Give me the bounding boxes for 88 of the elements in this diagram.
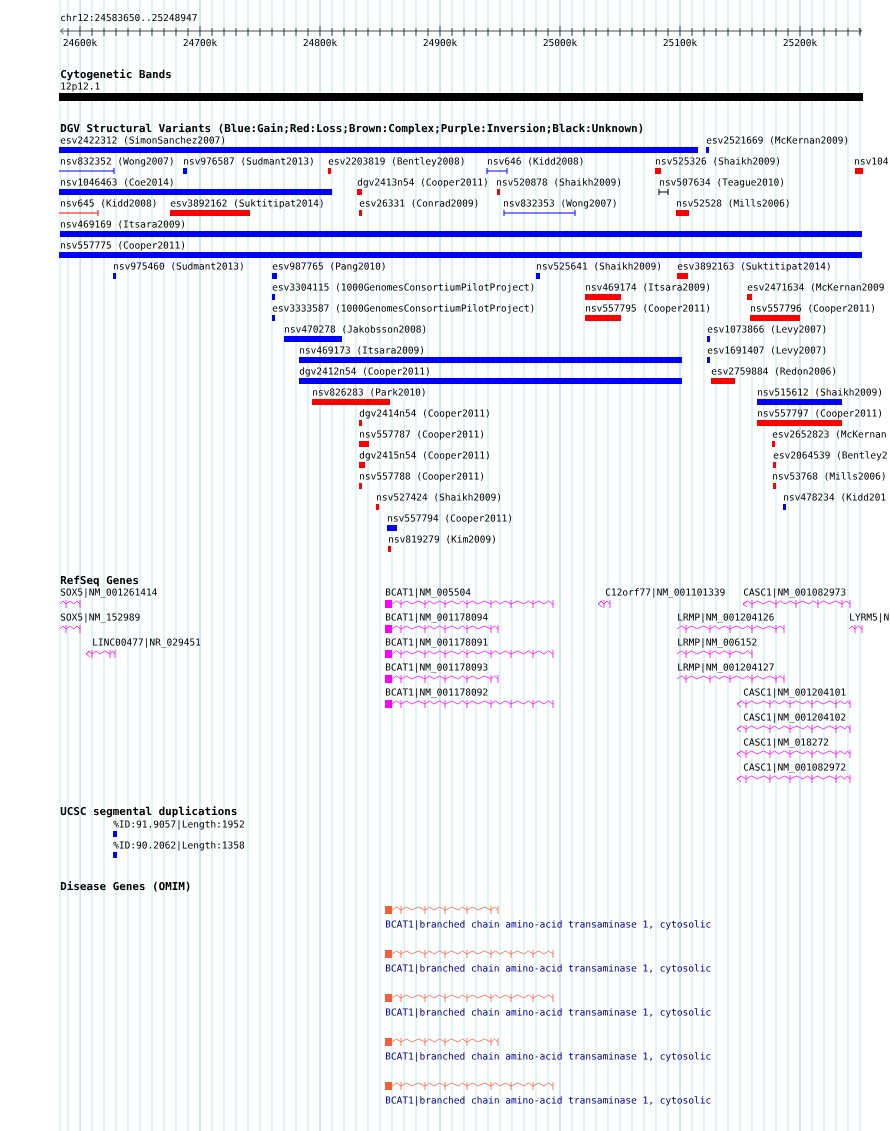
disease-gene-label: BCAT1|branched chain amino-acid transaminase 1, cytosolic: [385, 1008, 711, 1018]
variant-label: nsv515612 (Shaikh2009): [758, 388, 882, 397]
variant-label: esv3304115 (1000GenomesConsortiumPilotProject): [272, 283, 534, 293]
variant-label: esv2422312 (SimonSanchez2007): [60, 136, 225, 145]
variant-label: nsv832352 (Wong2007): [61, 157, 173, 167]
variant-label: esv2521669 (McKernan2009): [706, 136, 848, 145]
disease-gene-label: BCAT1|branched chain amino-acid transaminase 1, cytosolic: [385, 1096, 711, 1106]
variant-label: nsv557787 (Cooper2011): [360, 430, 484, 440]
gene-label: SOX5|NM_152989: [60, 613, 140, 623]
variant-label: nsv557788 (Cooper2011): [360, 472, 484, 482]
variant-label: esv2471634 (McKernan2009: [747, 283, 884, 292]
variant-label: nsv975460 (Sudmant2013): [114, 262, 243, 271]
tick-label: 24600k: [63, 38, 97, 47]
band-label: 12p12.1: [61, 82, 100, 92]
variant-label: nsv976587 (Sudmant2013): [184, 157, 313, 166]
gene-label: CASC1|NM_001082972: [743, 763, 846, 773]
tick-label: 24800k: [303, 38, 337, 47]
gene-label: CASC1|NM_001204102: [743, 713, 846, 723]
variant-label: nsv832353 (Wong2007): [504, 199, 616, 209]
variant-label: nsv520878 (Shaikh2009): [497, 178, 621, 187]
variant-label: dgv2412n54 (Cooper2011): [299, 367, 429, 377]
tick-label: 24900k: [423, 38, 457, 47]
variant-label: nsv469174 (Itsara2009): [586, 283, 710, 292]
gene-label: LINC00477|NR_029451: [93, 638, 201, 648]
variant-label: esv3333587 (1000GenomesConsortiumPilotProject): [272, 304, 534, 314]
variant-label: esv26331 (Conrad2009): [359, 199, 478, 208]
variant-label: esv2652823 (McKernan: [772, 430, 886, 439]
gene-label: SOX5|NM_001261414: [60, 588, 157, 598]
variant-label: esv1691407 (Levy2007): [707, 346, 826, 356]
disease-gene-label: BCAT1|branched chain amino-acid transaminase 1, cytosolic: [385, 964, 711, 974]
variant-label: nsv826283 (Park2010): [313, 388, 425, 397]
variant-label: dgv2413n54 (Cooper2011): [357, 178, 487, 188]
gene-label: LRMP|NM_006152: [678, 638, 757, 648]
variant-label: dgv2415n54 (Cooper2011): [359, 451, 489, 461]
variant-label: esv1073866 (Levy2007): [707, 325, 826, 335]
variant-label: nsv645 (Kidd2008): [61, 199, 156, 208]
variant-label: nsv104: [855, 157, 889, 165]
variant-label: nsv1046463 (Coe2014): [61, 178, 173, 187]
variant-label: dgv2414n54 (Cooper2011): [359, 409, 489, 419]
gene-label: BCAT1|NM_001178093: [385, 663, 488, 673]
variant-label: nsv557794 (Cooper2011): [388, 514, 512, 524]
variant-label: nsv646 (Kidd2008): [488, 157, 583, 166]
range-title: chr12:24583650..25248947: [61, 13, 197, 22]
variant-label: nsv525641 (Shaikh2009): [537, 262, 661, 271]
variant-label: nsv53768 (Mills2006): [773, 472, 885, 481]
gene-label: BCAT1|NM_005504: [385, 588, 471, 598]
variant-label: nsv507634 (Teague2010): [660, 178, 784, 188]
variant-label: nsv52528 (Mills2006): [677, 199, 789, 208]
variant-label: nsv469169 (Itsara2009): [61, 220, 185, 229]
variant-label: nsv557795 (Cooper2011): [586, 304, 710, 314]
variant-label: nsv819279 (Kim2009): [389, 535, 495, 544]
tick-label: 24700k: [183, 38, 217, 47]
duplication-label: %ID:91.9057|Length:1952: [113, 820, 244, 830]
variant-label: nsv525326 (Shaikh2009): [656, 157, 780, 166]
track-heading: UCSC segmental duplications: [60, 806, 237, 818]
track-heading: Cytogenetic Bands: [61, 69, 171, 81]
disease-gene-label: BCAT1|branched chain amino-acid transaminase 1, cytosolic: [385, 1052, 711, 1062]
track-heading: DGV Structural Variants (Blue:Gain;Red:Loss;Brown:Complex;Purple:Inversion;Black:Unknown): [60, 123, 643, 135]
variant-label: nsv478234 (Kidd201: [784, 493, 886, 502]
gene-label: LRMP|NM_001204126: [678, 613, 774, 623]
variant-label: esv987765 (Pang2010): [272, 262, 385, 272]
tick-label: 25000k: [543, 38, 577, 47]
track-heading: RefSeq Genes: [60, 575, 139, 587]
variant-label: nsv557796 (Cooper2011): [751, 304, 875, 314]
variant-label: nsv557775 (Cooper2011): [61, 241, 185, 251]
gene-label: CASC1|NM_001204101: [743, 688, 846, 698]
variant-label: esv2759884 (Redon2006): [711, 367, 836, 376]
gene-label: BCAT1|NM_001178092: [385, 688, 488, 698]
tick-label: 25200k: [783, 38, 817, 47]
gene-label: LRMP|NM_001204127: [678, 663, 774, 673]
variant-label: nsv557797 (Cooper2011): [758, 409, 882, 419]
gene-label: LYRM5|N: [850, 613, 889, 623]
track-heading: Disease Genes (OMIM): [60, 881, 190, 892]
gene-label: C12orf77|NM_001101339: [605, 588, 725, 598]
variant-label: esv3892162 (Suktitipat2014): [170, 199, 323, 209]
gene-label: BCAT1|NM_001178091: [385, 638, 488, 648]
variant-label: nsv470278 (Jakobsson2008): [285, 325, 426, 334]
variant-label: nsv469173 (Itsara2009): [300, 346, 424, 355]
disease-gene-label: BCAT1|branched chain amino-acid transaminase 1, cytosolic: [385, 920, 711, 930]
gene-label: CASC1|NM_018272: [743, 738, 829, 748]
variant-label: esv2064539 (Bentley2: [773, 451, 887, 461]
variant-label: esv2203819 (Bentley2008): [328, 157, 464, 167]
gene-label: CASC1|NM_001082973: [743, 588, 846, 598]
gene-label: BCAT1|NM_001178094: [385, 613, 488, 623]
duplication-label: %ID:90.2062|Length:1358: [113, 841, 245, 851]
variant-label: nsv527424 (Shaikh2009): [377, 493, 501, 502]
variant-label: esv3892163 (Suktitipat2014): [677, 262, 830, 272]
tick-label: 25100k: [663, 38, 697, 47]
